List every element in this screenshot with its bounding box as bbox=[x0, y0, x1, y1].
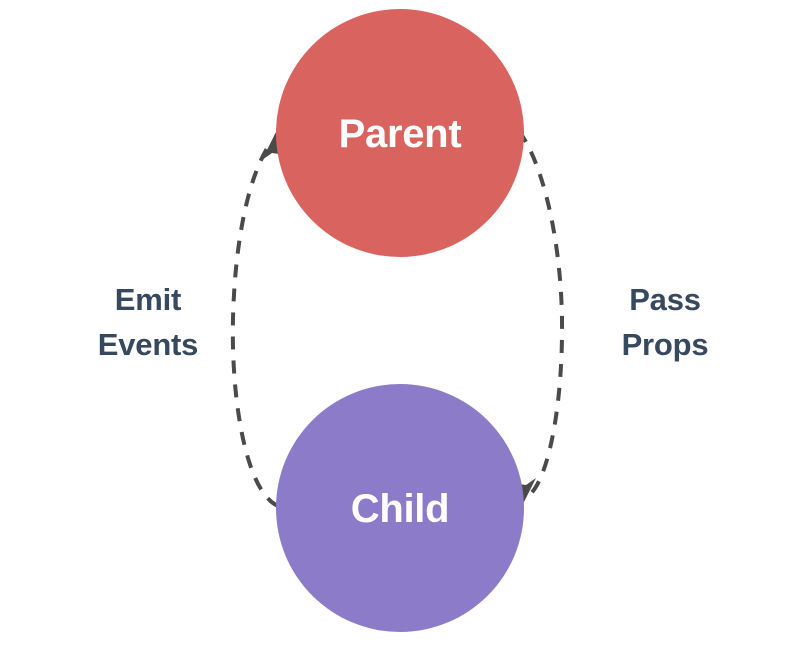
child-circle[interactable] bbox=[276, 384, 524, 632]
emit-events-label-line2: Events bbox=[98, 327, 198, 362]
emit-events-curve bbox=[230, 139, 279, 508]
pass-props-label-line1: Pass bbox=[629, 282, 701, 317]
child-label: Child bbox=[351, 487, 449, 531]
node-child[interactable]: Child bbox=[276, 384, 524, 632]
edge-pass-props bbox=[512, 129, 565, 508]
edge-emit-events bbox=[230, 130, 286, 508]
node-parent[interactable]: Parent bbox=[276, 9, 524, 257]
pass-props-curve bbox=[517, 129, 565, 499]
emit-events-label-line1: Emit bbox=[115, 282, 181, 317]
parent-label: Parent bbox=[339, 112, 462, 156]
parent-circle[interactable] bbox=[276, 9, 524, 257]
pass-props-label-line2: Props bbox=[622, 327, 709, 362]
emit-events-label: Emit Events bbox=[98, 282, 199, 362]
pass-props-label: Pass Props bbox=[622, 282, 709, 362]
